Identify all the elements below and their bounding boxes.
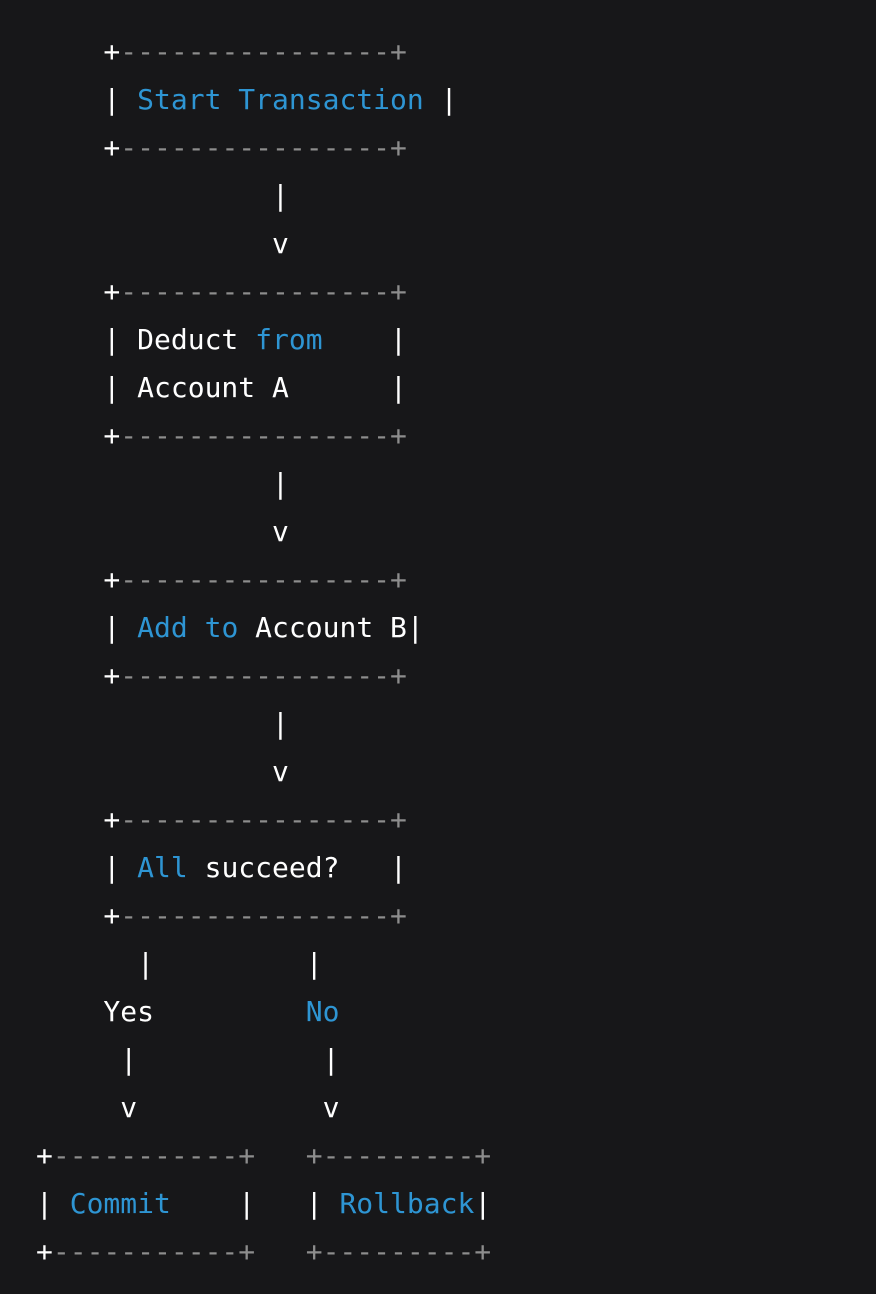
code-line: | (36, 460, 876, 508)
keyword-token: All (137, 851, 188, 884)
text-token: + (36, 659, 121, 692)
keyword-token: Commit (69, 1187, 171, 1220)
text-token: | (36, 851, 138, 884)
text-token: | | (170, 1187, 340, 1220)
code-line: +----------------+ (36, 28, 876, 76)
text-token: + (36, 803, 121, 836)
text-token: v (36, 227, 289, 260)
comment-token: ----------------+ (120, 659, 407, 692)
comment-token: ----------------+ (120, 131, 407, 164)
text-token: | (36, 179, 289, 212)
keyword-token: Rollback (339, 1187, 475, 1220)
text-token: v v (36, 1091, 340, 1124)
text-token: + (36, 35, 121, 68)
text-token: + (36, 419, 121, 452)
comment-token: ----------------+ (120, 899, 407, 932)
text-token: Yes (36, 995, 306, 1028)
code-line: Yes No (36, 988, 876, 1036)
code-line: | Start Transaction | (36, 76, 876, 124)
code-line: | Account A | (36, 364, 876, 412)
text-token: | (36, 1187, 70, 1220)
comment-token: -----------+ +---------+ (52, 1235, 492, 1268)
code-line: | All succeed? | (36, 844, 876, 892)
code-line: +----------------+ (36, 652, 876, 700)
text-token: | (423, 83, 458, 116)
text-token: v (36, 755, 289, 788)
comment-token: ----------------+ (120, 275, 407, 308)
code-line: v (36, 508, 876, 556)
code-line: +----------------+ (36, 556, 876, 604)
keyword-token: Add (137, 611, 188, 644)
text-token: | | (36, 947, 323, 980)
code-line: | (36, 172, 876, 220)
code-line: | (36, 700, 876, 748)
code-line: v (36, 220, 876, 268)
text-token: | Deduct (36, 323, 256, 356)
text-token: + (36, 131, 121, 164)
comment-token: ----------------+ (120, 35, 407, 68)
code-line: | | (36, 940, 876, 988)
code-line: | Commit | | Rollback| (36, 1180, 876, 1228)
comment-token: ----------------+ (120, 419, 407, 452)
text-token: + (36, 1235, 53, 1268)
text-token: | (36, 467, 289, 500)
text-token: + (36, 275, 121, 308)
code-line: v (36, 748, 876, 796)
code-line: | Add to Account B| (36, 604, 876, 652)
code-line: +-----------+ +---------+ (36, 1228, 876, 1276)
keyword-token: Start Transaction (137, 83, 424, 116)
text-token: | (322, 323, 407, 356)
text-token (188, 611, 205, 644)
code-line: +----------------+ (36, 412, 876, 460)
text-token: | (36, 83, 138, 116)
code-line: +----------------+ (36, 892, 876, 940)
text-token: Account B| (238, 611, 424, 644)
text-token: | (36, 707, 289, 740)
code-line: +----------------+ (36, 268, 876, 316)
text-token: succeed? | (187, 851, 407, 884)
code-line: +----------------+ (36, 796, 876, 844)
code-line: +-----------+ +---------+ (36, 1132, 876, 1180)
comment-token: ----------------+ (120, 563, 407, 596)
code-line: | | (36, 1036, 876, 1084)
keyword-token: from (255, 323, 323, 356)
comment-token: ----------------+ (120, 803, 407, 836)
text-token: v (36, 515, 289, 548)
text-token: | (474, 1187, 492, 1220)
code-line: v v (36, 1084, 876, 1132)
code-line: +----------------+ (36, 124, 876, 172)
text-token: + (36, 899, 121, 932)
text-token: | Account A | (36, 371, 407, 404)
keyword-token: No (305, 995, 340, 1028)
code-line: | Deduct from | (36, 316, 876, 364)
text-token: + (36, 563, 121, 596)
keyword-token: to (204, 611, 239, 644)
text-token: | | (36, 1043, 340, 1076)
text-token: + (36, 1139, 53, 1172)
comment-token: -----------+ +---------+ (52, 1139, 492, 1172)
text-token: | (36, 611, 138, 644)
